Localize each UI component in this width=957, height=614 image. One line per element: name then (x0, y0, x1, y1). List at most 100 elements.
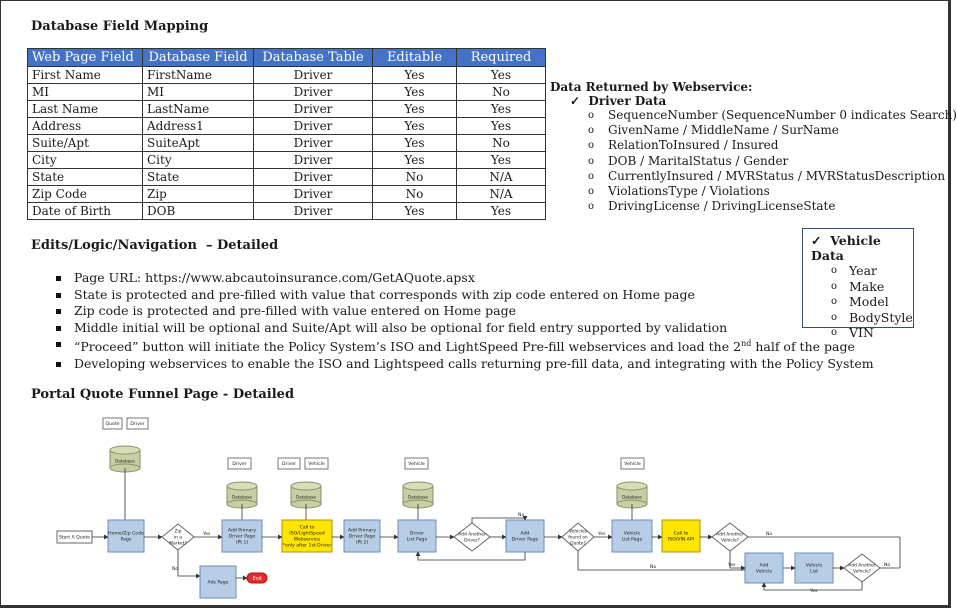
zip-decision-label: Zip (174, 529, 181, 535)
edits-title-text: Edits/Logic/Navigation (31, 238, 197, 253)
vehicle-list-page (611, 519, 653, 553)
table-cell: City (142, 151, 254, 169)
bullet-state: State is protected and pre-filled with v… (56, 287, 874, 304)
database-icon-label: Database (232, 494, 252, 499)
add-another-vehicle-decision-label: Add Another (716, 532, 744, 538)
driver-data-list: SequenceNumber (SequenceNumber 0 indicat… (550, 108, 957, 214)
table-cell: N/A (456, 168, 546, 186)
flow-edge-label: No (518, 512, 524, 518)
table-cell: Yes (456, 151, 546, 169)
flow-connector (471, 516, 528, 523)
add-primary-driver-1 (221, 519, 263, 553)
vehicle-list-page-label: Vehicle (624, 530, 641, 536)
add-primary-driver-1-label: (Pt 1) (236, 540, 249, 546)
table-cell: No (372, 168, 457, 186)
database-icon-label: Database (622, 494, 642, 499)
flow-connector (577, 551, 745, 571)
list-item: BodyStyle (849, 310, 913, 326)
flow-edge-label: No (766, 531, 772, 537)
table-cell: City (27, 151, 143, 169)
add-another-vehicle-decision-label: Vehicle? (721, 537, 740, 543)
home-zip-page (107, 519, 145, 553)
call-iso-lightspeed-label: ISO/LightSpeed (289, 530, 324, 536)
call-iso-lightspeed-label: Call to (300, 524, 315, 530)
add-another-vehicle-decision-2-label: Vehicle? (853, 568, 872, 574)
vehicle-data-box: ✓ Vehicle Data Year Make Model BodyStyle… (802, 228, 914, 340)
bullet-proceed: “Proceed” button will initiate the Polic… (56, 336, 874, 356)
table-cell: Yes (372, 100, 457, 118)
database-icon-label: Database (408, 494, 428, 499)
add-primary-driver-1-label: Driver Page (229, 534, 256, 540)
col-database-table: Database Table (253, 48, 373, 67)
table-cell: Yes (456, 202, 546, 220)
vehicle-list (794, 552, 834, 584)
tag-vehicle-label: Vehicle (408, 461, 425, 467)
col-required: Required (456, 48, 546, 67)
tag-quote-label: Quote (106, 421, 120, 427)
add-primary-driver-2-label: Add Primary (348, 527, 376, 533)
table-cell: Driver (253, 185, 373, 203)
flow-edge-label: No (884, 562, 890, 568)
ads-page (199, 565, 237, 599)
add-driver-page-label: Driver Page (512, 537, 539, 543)
vehicle-list-label: Vehicle (806, 562, 823, 568)
ads-page-label: Ads Page (208, 580, 229, 586)
tag-quote (102, 417, 123, 430)
database-icon-label: Database (296, 494, 316, 499)
database-icon-top (402, 481, 434, 491)
col-editable: Editable (372, 48, 457, 67)
tag-driver-label: Driver (232, 461, 246, 467)
list-item: VIN (849, 325, 913, 341)
add-vehicle-label: Vehicle (756, 569, 773, 575)
list-item: SequenceNumber (SequenceNumber 0 indicat… (608, 108, 957, 123)
table-cell: No (456, 83, 546, 101)
bullet-zip: Zip code is protected and pre-filled wit… (56, 303, 874, 320)
tag-vehicle (304, 457, 329, 470)
webservice-block: Data Returned by Webservice: ✓ Driver Da… (550, 80, 957, 214)
vehicle-list-label: List (810, 569, 818, 575)
list-item: CurrentlyInsured / MVRStatus / MVRStatus… (608, 169, 957, 184)
database-icon-top (616, 481, 648, 491)
flow-connector (177, 550, 201, 579)
table-cell: Address (27, 117, 143, 135)
table-cell: Yes (372, 202, 457, 220)
add-primary-driver-2-label: Driver Page (349, 534, 376, 540)
list-item: Make (849, 279, 913, 295)
tag-vehicle (620, 457, 645, 470)
tag-vehicle-label: Vehicle (308, 461, 325, 467)
tag-driver-label: Driver (282, 461, 296, 467)
table-cell: State (142, 168, 254, 186)
add-primary-driver-1-label: Add Primary (228, 527, 256, 533)
table-cell: Yes (372, 134, 457, 152)
driver-data-text: Driver Data (588, 94, 667, 108)
edits-title: Edits/Logic/Navigation – Detailed (31, 238, 278, 253)
call-iso-lightspeed-label: *only after 1st Driver (283, 543, 332, 549)
end-label: End (252, 576, 261, 582)
add-primary-driver-2-label: (Pt 2) (356, 540, 369, 546)
zip-decision-label: in a (174, 534, 182, 540)
table-cell: Yes (456, 100, 546, 118)
table-cell: Driver (253, 202, 373, 220)
tag-vehicle (404, 457, 429, 470)
flow-connector (761, 582, 863, 591)
list-item: ViolationsType / Violations (608, 184, 957, 199)
table-cell: Driver (253, 168, 373, 186)
add-another-driver-decision-label: Add Another (458, 532, 486, 538)
driver-list-page-label: Driver (410, 530, 424, 536)
list-item: Model (849, 294, 913, 310)
vehicle-data-list: Year Make Model BodyStyle VIN (803, 263, 913, 341)
driver-data-label: ✓ Driver Data (570, 94, 667, 108)
table-cell: Date of Birth (27, 202, 143, 220)
table-cell: First Name (27, 66, 143, 84)
table-cell: Suite/Apt (27, 134, 143, 152)
list-item: Year (849, 263, 913, 279)
table-cell: State (27, 168, 143, 186)
bullet-proceed-tail: half of the page (751, 339, 855, 355)
start-node-label: Start A Quote (59, 535, 90, 541)
zip-decision-label: Market? (169, 540, 187, 546)
